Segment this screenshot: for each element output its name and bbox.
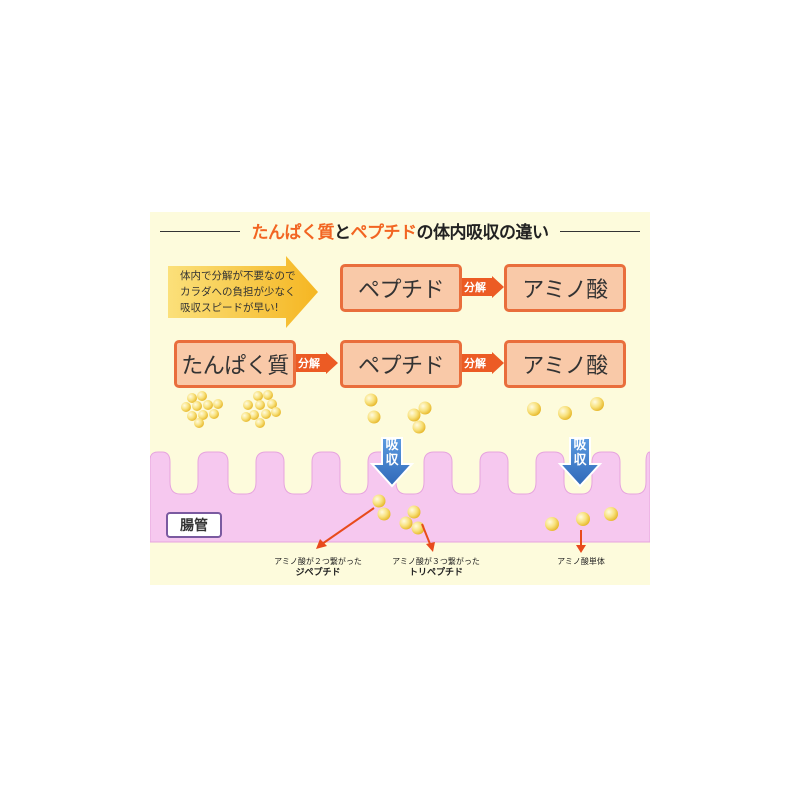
title-peptide: ペプチド [350, 223, 418, 243]
note-line-2: カラダへの負担が少なく [180, 286, 296, 298]
absorbed-amino-acids [545, 507, 618, 531]
diagram-panel: たんぱく質とペプチドの体内吸収の違い 体内で分解が不要なので カラダへの負担が少… [150, 212, 650, 585]
absorb-label-amino: 吸 収 [570, 438, 590, 468]
intestine-label: 腸管 [166, 512, 222, 538]
protein-cluster-2 [241, 390, 281, 428]
caption-amino-single-line1: アミノ酸単体 [557, 557, 605, 566]
caption-amino-single: アミノ酸単体 [541, 556, 621, 567]
row1-split-arrow: 分解 [462, 276, 504, 298]
title-row: たんぱく質とペプチドの体内吸収の違い [150, 218, 650, 244]
note-line-1: 体内で分解が不要なので [180, 270, 296, 282]
pointer-arrow-dipeptide [316, 507, 375, 549]
row2-protein-box: たんぱく質 [174, 340, 296, 388]
pointer-arrow-amino [576, 530, 586, 553]
absorb-label-peptide: 吸 収 [382, 438, 402, 468]
diagram-title: たんぱく質とペプチドの体内吸収の違い [150, 218, 650, 243]
absorb-arrow-amino [557, 437, 603, 488]
absorb-label-peptide-line1: 吸 [385, 438, 399, 453]
row1-amino-box: アミノ酸 [504, 264, 626, 312]
row1-peptide-box: ペプチド [340, 264, 462, 312]
title-rule-right [560, 231, 640, 232]
protein-cluster-1 [181, 391, 223, 428]
row2-split-arrow-2-shape [462, 352, 504, 374]
caption-tripeptide: アミノ酸が３つ繋がった トリペプチド [376, 556, 496, 579]
intestine-wall [150, 451, 650, 543]
title-rule-left [160, 231, 240, 232]
fast-absorb-note: 体内で分解が不要なので カラダへの負担が少なく 吸収スピードが早い! [180, 268, 296, 316]
row2-peptide-box: ペプチド [340, 340, 462, 388]
amino-molecules-above [527, 397, 604, 420]
row2-split-label-2: 分解 [464, 357, 486, 370]
row2-split-arrow-1-shape [296, 352, 338, 374]
title-and: と [334, 223, 351, 243]
caption-dipeptide-line1: アミノ酸が２つ繋がった [274, 557, 362, 566]
note-line-3: 吸収スピードが早い! [180, 302, 279, 314]
absorb-label-amino-line2: 収 [573, 453, 587, 468]
title-protein: たんぱく質 [251, 223, 335, 243]
row2-split-arrow-2: 分解 [462, 352, 504, 374]
absorbed-dipeptide [372, 494, 391, 521]
caption-dipeptide-line2: ジペプチド [295, 568, 341, 578]
caption-tripeptide-line2: トリペプチド [408, 568, 463, 578]
absorb-label-amino-line1: 吸 [573, 438, 587, 453]
pointer-arrow-tripeptide [421, 523, 435, 552]
caption-dipeptide: アミノ酸が２つ繋がった ジペプチド [258, 556, 378, 579]
row2-split-arrow-1: 分解 [296, 352, 338, 374]
fast-absorb-arrow [168, 256, 318, 328]
row1-split-label: 分解 [464, 281, 486, 294]
caption-tripeptide-line1: アミノ酸が３つ繋がった [392, 557, 480, 566]
row1-split-arrow-shape [462, 276, 504, 298]
title-rest: の体内吸収の違い [416, 223, 550, 243]
intestine-scene [150, 390, 650, 553]
absorb-arrow-peptide [369, 437, 415, 488]
row2-amino-box: アミノ酸 [504, 340, 626, 388]
absorb-label-peptide-line2: 収 [385, 453, 399, 468]
row2-split-label-1: 分解 [298, 357, 320, 370]
peptide-molecules-above [364, 393, 432, 434]
